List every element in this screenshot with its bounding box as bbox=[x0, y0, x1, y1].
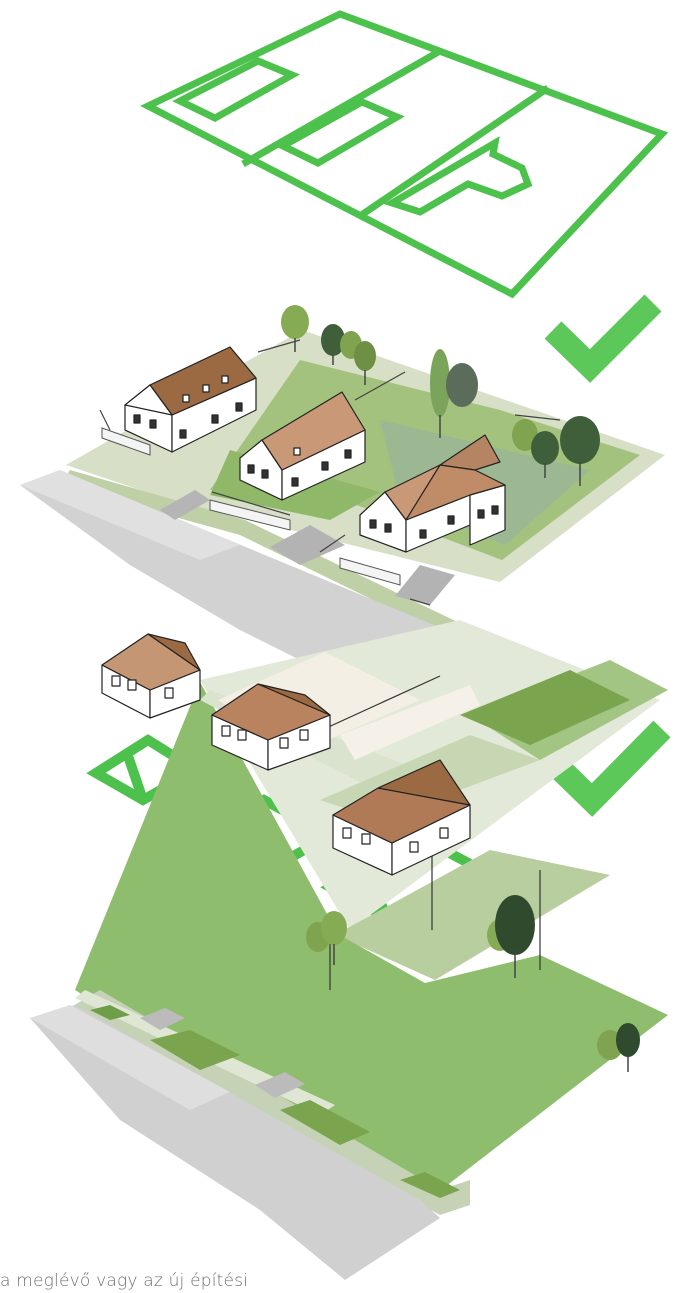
bottom-scene bbox=[30, 620, 668, 1280]
top-plan-outline bbox=[148, 14, 662, 294]
check-icon bbox=[553, 303, 653, 366]
top-scene bbox=[20, 305, 665, 700]
caption-text: a meglévő vagy az új építési bbox=[0, 1271, 248, 1291]
house-bottom-1 bbox=[102, 634, 200, 718]
